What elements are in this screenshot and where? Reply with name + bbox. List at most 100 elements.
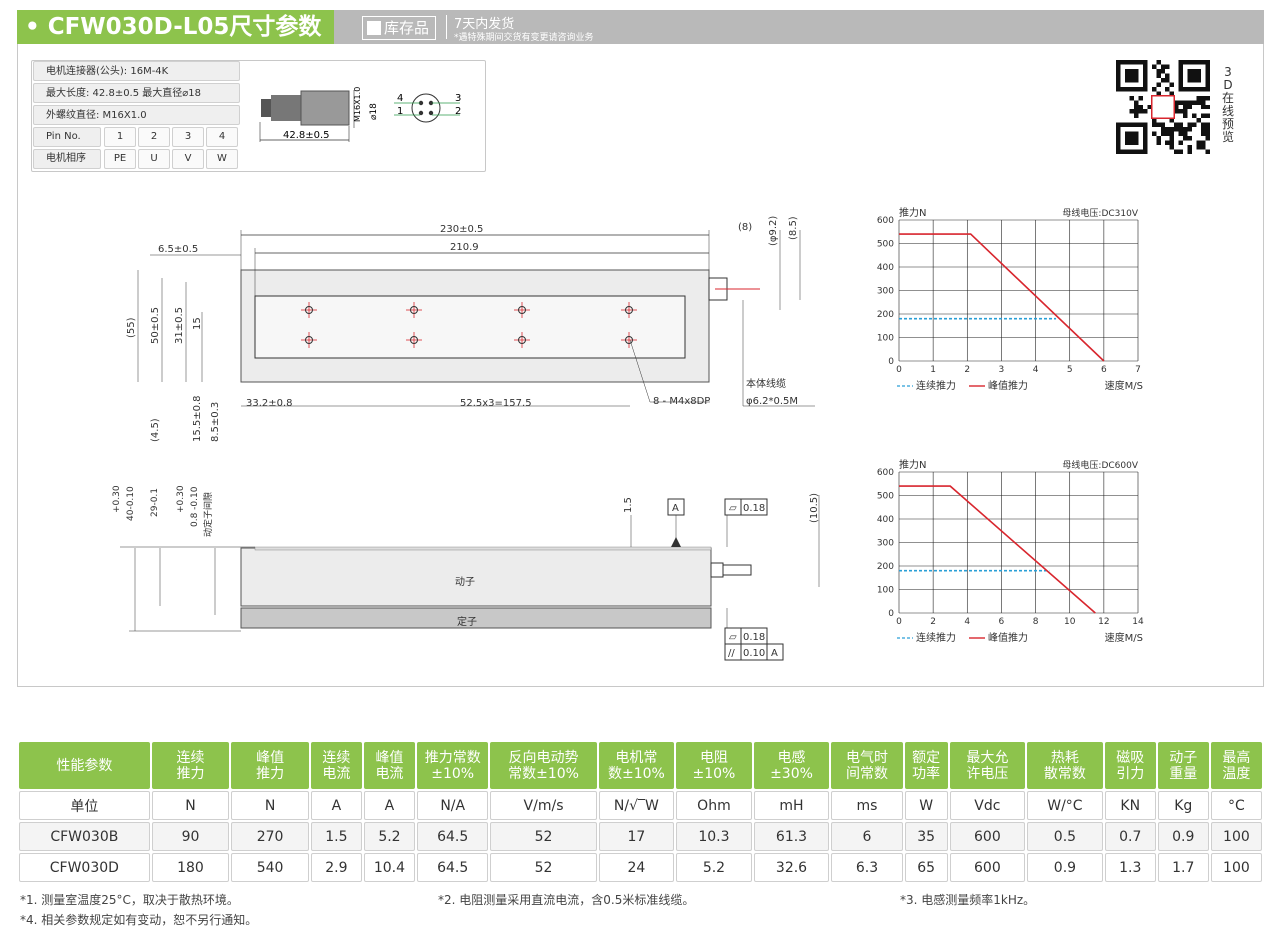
pin-dot — [418, 110, 424, 116]
connector-box — [31, 60, 486, 172]
dim-45: (4.5) — [150, 418, 161, 442]
parallel-symbol: // — [728, 648, 735, 659]
x-tick-label: 3 — [999, 365, 1005, 375]
qr-module — [1201, 104, 1206, 110]
qr-module — [1138, 104, 1143, 110]
x-tick-label: 4 — [1033, 365, 1039, 375]
qr-module — [1169, 91, 1175, 96]
shipping-text: 7天内发货 — [454, 17, 515, 32]
table-header: 推力常数 ±10% — [416, 742, 489, 789]
table-cell: N — [151, 791, 230, 820]
x-tick-label: 8 — [1033, 617, 1039, 627]
qr-module — [1160, 122, 1166, 128]
qr-module — [1160, 64, 1166, 69]
table-cell: CFW030D — [19, 853, 150, 882]
dim-15-side: 1.5 — [623, 497, 634, 513]
qr-module — [1151, 86, 1157, 92]
qr-module — [1205, 95, 1210, 101]
qr-module — [1183, 113, 1188, 119]
qr-module — [1151, 118, 1157, 123]
y-tick-label: 200 — [877, 562, 894, 572]
legend-label: 峰值推力 — [988, 379, 1028, 392]
connector-thread: 外螺纹直径: M16X1.0 — [33, 105, 240, 125]
qr-module — [1201, 95, 1206, 101]
table-header: 连续 推力 — [151, 742, 230, 789]
qr-module — [1174, 127, 1179, 132]
y-axis-label: 推力N — [899, 458, 926, 471]
qr-module — [1196, 140, 1202, 146]
pin-no-label: Pin No. — [33, 127, 101, 147]
pin-dot — [418, 100, 424, 106]
shipping-note: *遇特殊期间交货有变更请咨询业务 — [454, 33, 594, 43]
dim-85b: 8.5±0.3 — [210, 402, 221, 442]
table-header: 性能参数 — [19, 742, 150, 789]
table-cell: 180 — [151, 853, 230, 882]
parallel-ref: A — [771, 648, 778, 659]
y-axis-label: 推力N — [899, 206, 926, 219]
legend-label: 连续推力 — [916, 379, 956, 392]
dim-total: 230±0.5 — [440, 224, 483, 235]
qr-module — [1133, 113, 1139, 119]
qr-module — [1183, 104, 1188, 110]
pin-dot — [428, 110, 434, 116]
qr-module — [1156, 122, 1161, 128]
table-cell: 6 — [831, 822, 903, 851]
table-cell: CFW030B — [19, 822, 150, 851]
qr-module — [1160, 131, 1166, 137]
leader-line — [629, 339, 651, 403]
x-tick-label: 6 — [1101, 365, 1107, 375]
qr-finder — [1124, 131, 1139, 146]
divider — [446, 15, 447, 39]
mount-holes — [301, 302, 637, 348]
flatness-frame-top — [724, 498, 768, 516]
dim-85: (8.5) — [788, 216, 799, 240]
qr-module — [1205, 136, 1210, 141]
qr-module — [1156, 91, 1161, 96]
x-tick-label: 7 — [1135, 365, 1141, 375]
qr-module — [1201, 100, 1206, 105]
mount-hole — [305, 306, 313, 314]
qr-module — [1151, 122, 1157, 128]
flatness-symbol: ▱ — [729, 503, 737, 514]
x-tick-label: 2 — [964, 365, 970, 375]
qr-code[interactable] — [1116, 60, 1210, 154]
table-cell: mH — [753, 791, 830, 820]
table-header: 磁吸 引力 — [1104, 742, 1156, 789]
parallel-value: 0.10 — [743, 648, 765, 659]
dim-40-tol: +0.30 — [112, 485, 122, 513]
table-cell: 32.6 — [753, 853, 830, 882]
qr-module — [1201, 127, 1206, 132]
footnote: *4. 相关参数规定如有变动，恕不另行通知。 — [20, 913, 258, 927]
y-tick-label: 600 — [877, 468, 894, 478]
qr-label-char: 在 — [1221, 91, 1234, 105]
qr-module — [1129, 109, 1134, 114]
table-cell: 35 — [904, 822, 948, 851]
holes-spec: 8 - M4x8DP — [653, 396, 710, 407]
qr-module — [1201, 145, 1206, 150]
y-tick-label: 200 — [877, 310, 894, 320]
qr-module — [1201, 131, 1206, 137]
qr-module — [1133, 109, 1139, 114]
qr-module — [1205, 127, 1210, 132]
table-cell: 61.3 — [753, 822, 830, 851]
table-cell: 52 — [490, 853, 597, 882]
pin-number: 2 — [455, 106, 461, 117]
qr-module — [1187, 127, 1193, 132]
table-cell: 540 — [231, 853, 309, 882]
stator-label: 定子 — [457, 615, 477, 628]
pin-cell: 3 — [172, 127, 204, 147]
box-icon — [367, 21, 381, 35]
qr-module — [1187, 145, 1193, 150]
qr-module — [1160, 77, 1166, 83]
table-header: 电阻 ±10% — [676, 742, 752, 789]
table-cell: A — [310, 791, 362, 820]
pin-number: 1 — [397, 106, 403, 117]
table-cell: 2.9 — [310, 853, 362, 882]
qr-module — [1165, 77, 1170, 83]
mover-body — [240, 547, 712, 607]
table-cell: 64.5 — [416, 853, 489, 882]
qr-module — [1192, 122, 1197, 128]
x-tick-label: 14 — [1132, 617, 1144, 627]
dim-55: (55) — [126, 317, 137, 338]
